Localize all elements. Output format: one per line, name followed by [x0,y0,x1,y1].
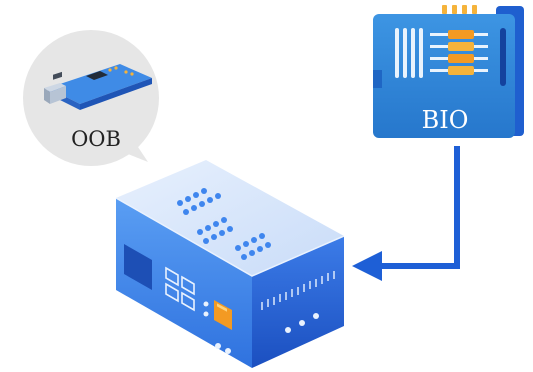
bio-label: BIO [422,106,469,134]
expansion-card-icon [395,28,506,86]
side-vents [261,271,335,310]
oob-card-icon [44,64,152,110]
vent-dots [177,188,271,260]
front-ports [165,266,195,312]
server-box-icon [115,160,345,368]
oob-bubble: OOB [23,30,159,166]
arrow-left-icon [352,146,460,281]
bio-card: BIO [373,5,524,138]
oob-label: OOB [71,127,121,151]
